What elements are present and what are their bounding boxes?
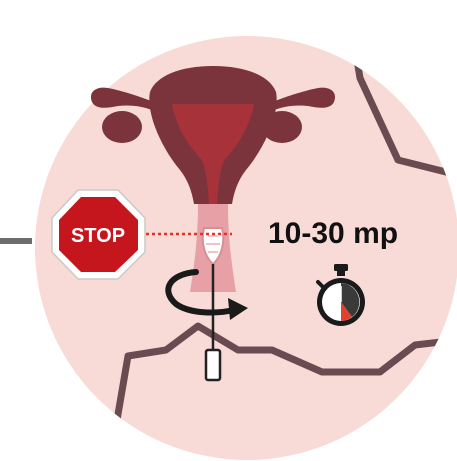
stop-sign-label: STOP	[71, 225, 125, 247]
duration-label: 10-30 mp	[268, 217, 398, 250]
left-edge-mark	[0, 238, 32, 244]
stop-sign-icon: STOP	[52, 190, 145, 279]
